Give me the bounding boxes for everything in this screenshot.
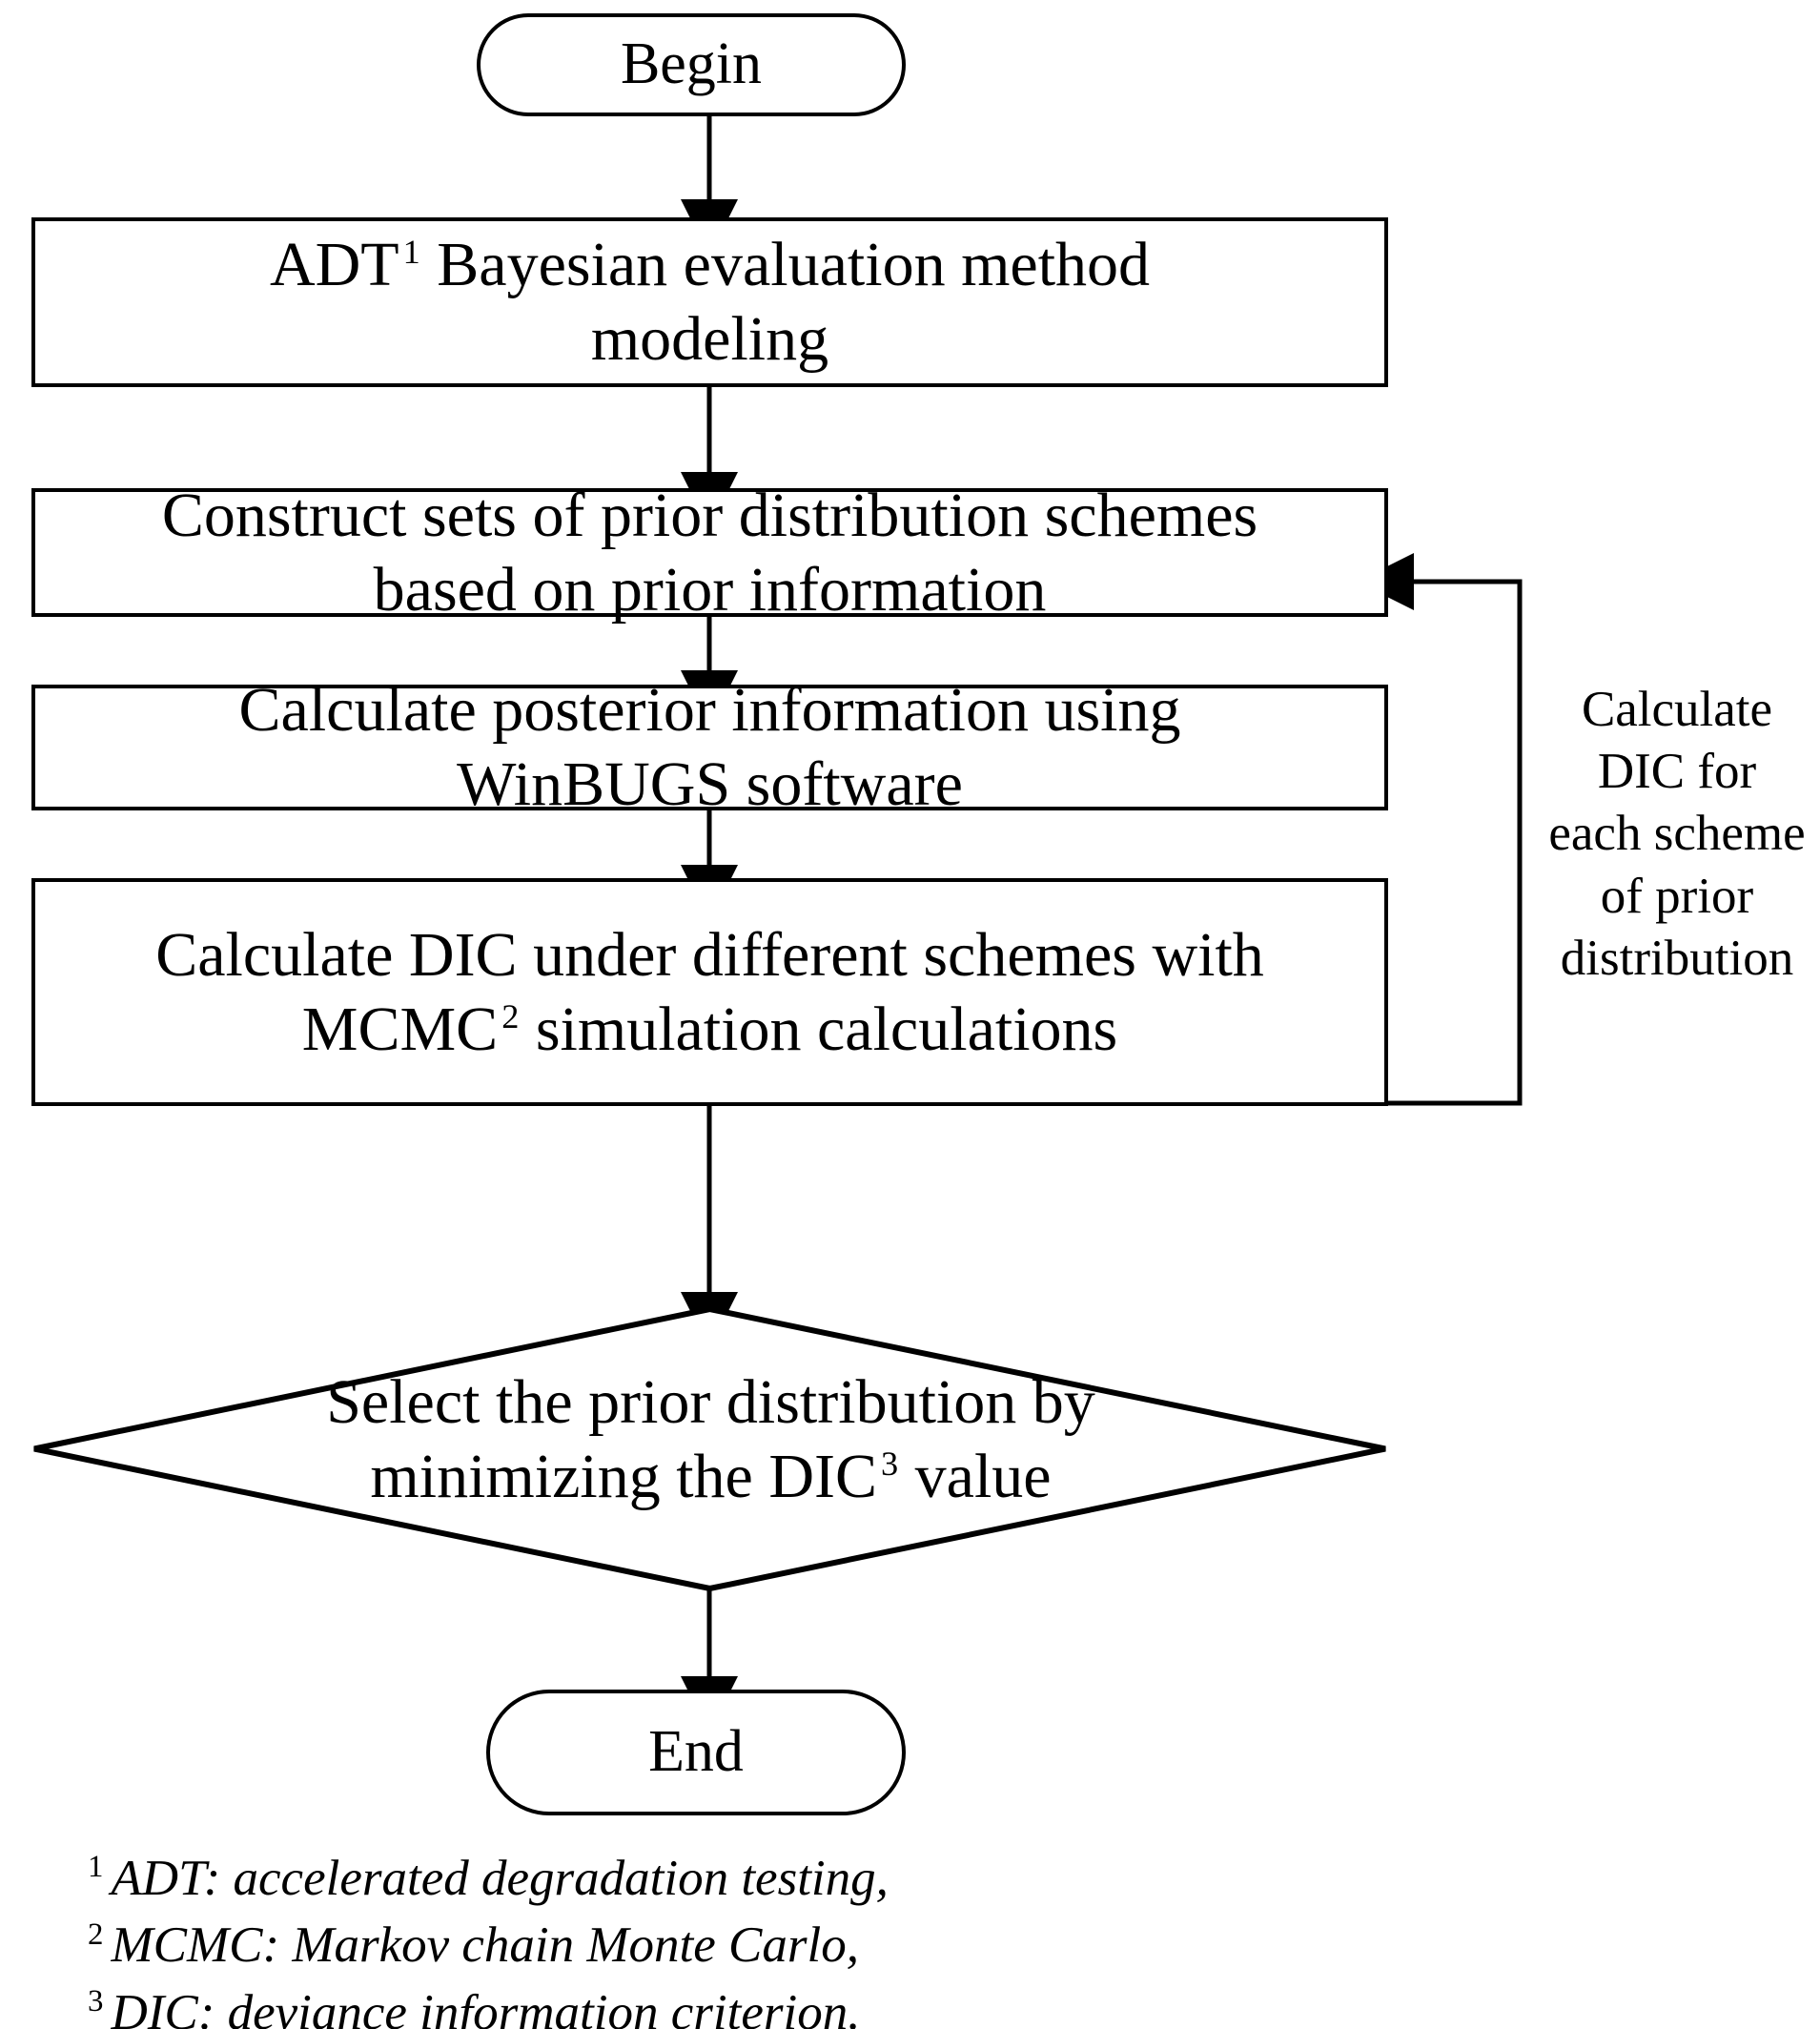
node-calculate-dic[interactable]: Calculate DIC under different schemes wi… <box>31 878 1388 1106</box>
footnote-text-3: DIC: deviance information criterion. <box>111 1984 861 2029</box>
footnote-text-2: MCMC: Markov chain Monte Carlo, <box>111 1917 860 1974</box>
node-end-label: End <box>648 1719 744 1785</box>
footnote-text-1: ADT: accelerated degradation testing, <box>111 1851 889 1906</box>
footnote-marker-2: 2 <box>501 996 520 1035</box>
footnote-marker-3: 3 <box>881 1444 899 1483</box>
node-select-prior-decision-label-b: value <box>899 1441 1052 1511</box>
connector-feedback-loop <box>1357 553 1523 1106</box>
feedback-loop-caption: Calculate DIC for each scheme of prior d… <box>1548 682 1806 986</box>
node-begin[interactable]: Begin <box>477 13 906 116</box>
node-construct-prior-schemes-label: Construct sets of prior distribution sch… <box>161 480 1258 625</box>
footnote-marker-1: 1 <box>402 233 420 272</box>
node-calculate-dic-label: Calculate DIC under different schemes wi… <box>49 918 1371 1067</box>
node-construct-prior-schemes[interactable]: Construct sets of prior distribution sch… <box>31 481 1388 625</box>
node-begin-label: Begin <box>620 31 763 97</box>
decision-diamond-shape <box>34 1309 1385 1588</box>
node-adt-modeling-label-b: Bayesian evaluation method modeling <box>437 230 1151 374</box>
footnote-number-2: 2 <box>88 1916 104 1952</box>
node-adt-modeling-label-a: ADT <box>269 230 399 300</box>
node-select-prior-decision-label: Select the prior distribution by minimiz… <box>217 1365 1204 1514</box>
node-select-prior-decision-label-a: Select the prior distribution by minimiz… <box>326 1367 1095 1511</box>
node-calculate-dic-label-a: Calculate DIC under different schemes wi… <box>155 919 1264 1064</box>
node-select-prior-decision[interactable]: Select the prior distribution by minimiz… <box>31 1306 1388 1591</box>
node-calculate-posterior-label: Calculate posterior information using Wi… <box>238 675 1181 819</box>
footnote-number-3: 3 <box>88 1984 104 2019</box>
node-calculate-dic-label-b: simulation calculations <box>520 994 1118 1064</box>
node-end[interactable]: End <box>486 1690 906 1815</box>
footnote-number-1: 1 <box>88 1850 104 1885</box>
node-calculate-posterior[interactable]: Calculate posterior information using Wi… <box>31 675 1388 819</box>
